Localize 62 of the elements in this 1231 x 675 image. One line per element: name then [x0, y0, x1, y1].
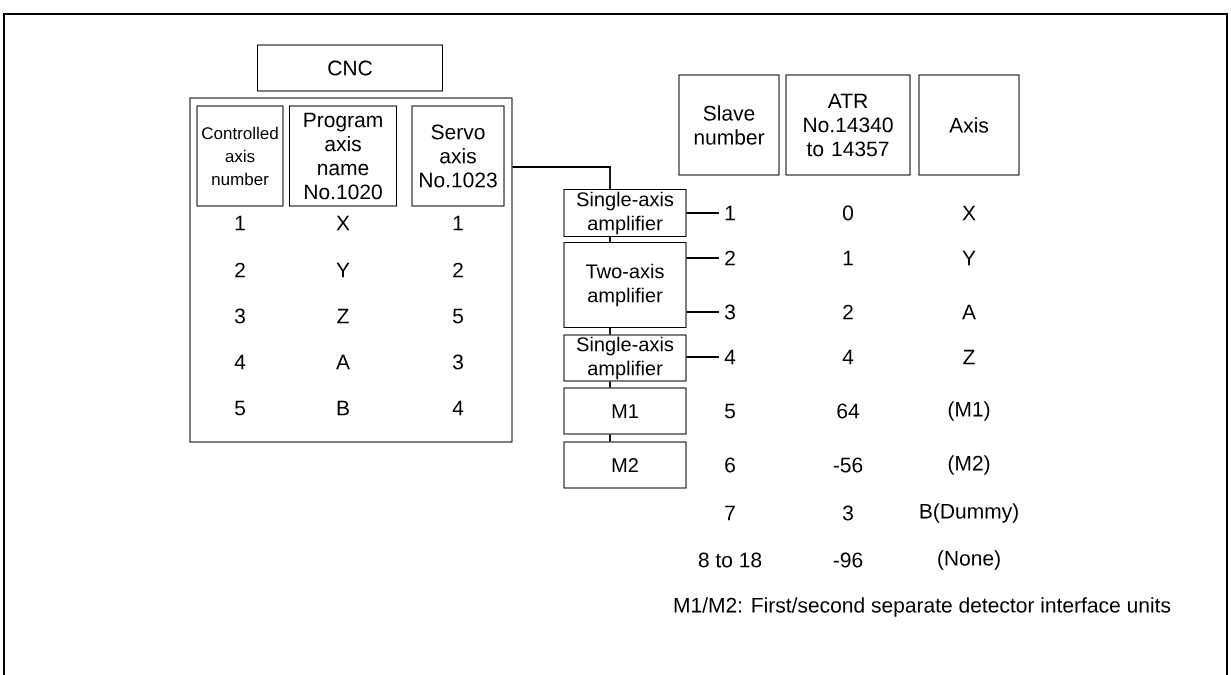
table-cell-text: X	[336, 215, 350, 231]
table-cell-text: -56	[833, 457, 863, 473]
connector-line	[685, 257, 720, 259]
connector-line	[609, 236, 611, 243]
connector-line	[609, 327, 611, 336]
slave-number: 1	[725, 205, 735, 221]
amplifier-box: Single-axis amplifier	[563, 189, 687, 237]
table-cell-text: 5	[725, 403, 735, 419]
amplifier-box: Two-axis amplifier	[563, 242, 687, 328]
table-cell-text: 3	[842, 505, 853, 521]
column-header-box: Controlled axis number	[196, 105, 284, 207]
column-header-box: Program axis name No.1020	[289, 105, 397, 207]
table-cell-text: 2	[453, 262, 463, 278]
connector-line	[685, 311, 720, 313]
connector-line	[609, 433, 611, 443]
table-cell-text: 0	[843, 205, 853, 221]
table-cell-text: 2	[235, 262, 245, 278]
amplifier-box: Single-axis amplifier	[563, 334, 687, 382]
table-cell-text: B(Dummy)	[920, 503, 1018, 523]
connector-line	[511, 166, 611, 190]
table-cell-text: 1	[453, 215, 463, 231]
note-text: M1/M2: First/second separate detector interface units	[674, 597, 1171, 617]
table-cell-text: -96	[833, 552, 863, 568]
table-cell-text: 6	[725, 457, 735, 473]
table-cell-text: 1	[235, 215, 245, 231]
table-cell-text: 5	[453, 308, 463, 324]
table-cell-text: 3	[452, 354, 463, 370]
table-cell-text: Y	[336, 262, 350, 278]
connector-line	[685, 356, 720, 358]
amplifier-box: M2	[563, 441, 687, 489]
table-cell-text: 4	[234, 354, 246, 370]
table-cell-text: 8 to 18	[698, 552, 762, 568]
column-header-box: Axis	[918, 74, 1020, 176]
connector-line	[609, 380, 611, 389]
table-cell-text: A	[962, 304, 976, 320]
table-cell-text: (M2)	[948, 455, 990, 475]
table-cell-text: (M1)	[948, 401, 990, 421]
table-cell-text: Y	[962, 250, 976, 266]
table-frame	[189, 97, 513, 443]
table-cell-text: X	[962, 205, 976, 221]
table-cell-text: 64	[837, 403, 860, 419]
table-cell-text: B	[337, 400, 349, 416]
table-cell-text: 4	[842, 349, 854, 365]
table-cell-text: 3	[234, 308, 245, 324]
column-header-box: ATR No.14340 to 14357	[785, 74, 911, 176]
table-cell-text: 4	[452, 400, 464, 416]
slave-number: 3	[724, 304, 735, 320]
column-header-box: Slave number	[678, 74, 780, 176]
cnc-box: CNC	[257, 44, 443, 92]
slave-number: 2	[725, 250, 735, 266]
table-cell-text: (None)	[938, 550, 1000, 570]
table-cell-text: 2	[843, 304, 853, 320]
table-cell-text: Z	[337, 308, 349, 324]
table-cell-text: 1	[843, 250, 853, 266]
table-cell-text: 7	[725, 505, 735, 521]
amplifier-box: M1	[563, 387, 687, 435]
slave-number: 4	[724, 349, 736, 365]
table-cell-text: A	[336, 354, 350, 370]
table-cell-text: 5	[235, 400, 245, 416]
table-cell-text: Z	[963, 349, 975, 365]
connector-line	[685, 212, 720, 214]
column-header-box: Servo axis No.1023	[411, 105, 505, 207]
